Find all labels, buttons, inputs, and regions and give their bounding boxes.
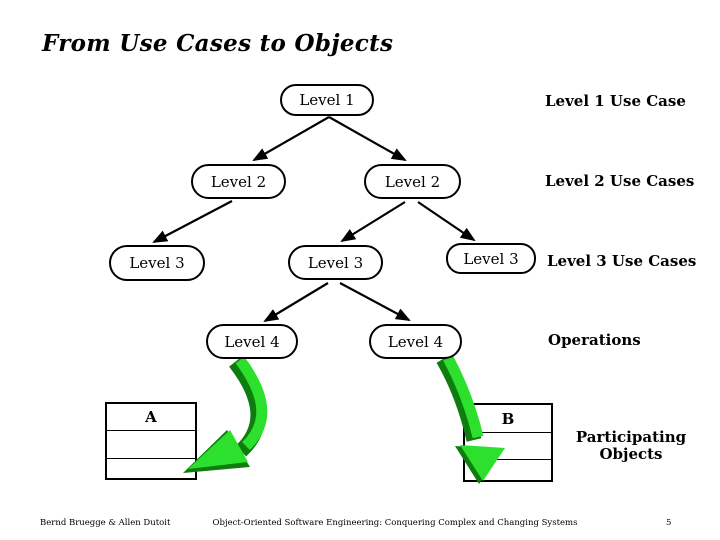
usecase-node-level4-left: Level 4 [206,324,298,359]
green-arrow-to-object-a [183,356,268,473]
annotation-participating-objects: Participating Objects [575,428,687,463]
object-a-box: A [105,402,197,480]
usecase-node-level2-left-label: Level 2 [210,172,267,191]
slide-title: From Use Cases to Objects [42,30,394,57]
green-arrow-b-head [460,445,505,481]
usecase-node-level1-label: Level 1 [299,91,355,109]
usecase-node-level1: Level 1 [280,84,374,116]
green-arrow-a-head [188,430,248,469]
usecase-node-level2-right: Level 2 [364,164,461,199]
arrow-level3middle-to-level4-right [339,282,411,321]
arrow-level3middle-to-level4-left [263,282,329,323]
usecase-node-level4-right-label: Level 4 [387,332,444,351]
footer-authors: Bernd Bruegge & Allen Dutoit [40,518,171,528]
usecase-node-level3-left: Level 3 [109,245,205,281]
usecase-node-level2-left: Level 2 [191,164,286,199]
usecase-node-level3-left-label: Level 3 [129,254,185,272]
object-b-attributes-compartment [465,433,551,460]
usecase-node-level2-right-label: Level 2 [384,172,441,191]
green-arrow-to-object-b [436,355,505,484]
usecase-node-level3-middle: Level 3 [288,245,383,280]
arrow-level2right-to-level3-right [417,201,476,242]
footer-page-number: 5 [666,518,672,528]
arrow-level2right-to-level3-middle [340,201,406,243]
object-a-attributes-compartment [107,431,195,459]
annotation-operations: Operations [548,331,641,349]
annotation-level3-use-cases: Level 3 Use Cases [547,252,697,270]
arrow-level1-to-level2-left [252,116,330,161]
footer-book-title: Object-Oriented Software Engineering: Co… [212,518,578,528]
annotation-level2-use-cases: Level 2 Use Cases [545,172,695,190]
arrow-level2left-to-level3-left [152,200,233,243]
annotation-level1-use-case: Level 1 Use Case [545,92,686,110]
usecase-node-level4-left-label: Level 4 [224,332,280,351]
usecase-node-level3-right-label: Level 3 [463,249,519,268]
usecase-node-level3-middle-label: Level 3 [307,253,364,272]
arrow-level1-to-level2-right [328,116,407,161]
green-arrow-b-shaft [443,355,484,439]
object-a-name: A [107,404,195,431]
usecase-node-level4-right: Level 4 [369,324,462,359]
object-b-name: B [465,405,551,433]
usecase-node-level3-right: Level 3 [446,243,536,274]
green-arrow-a-shaft [235,356,268,450]
